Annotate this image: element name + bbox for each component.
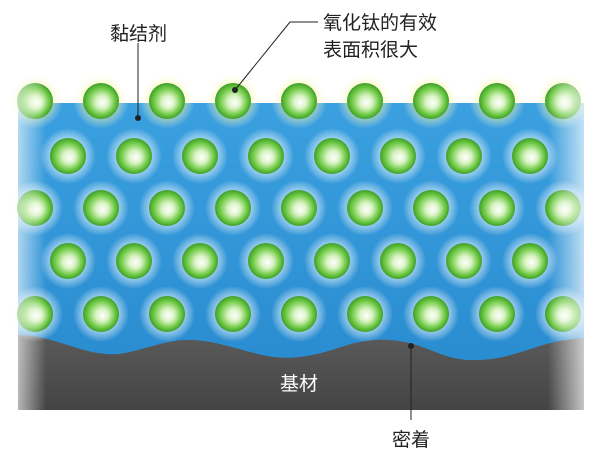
- titanium-oxide-particle: [116, 243, 152, 279]
- titanium-oxide-particle: [215, 190, 251, 226]
- right-fade: [548, 70, 600, 415]
- tio2-leader-diagonal: [234, 21, 291, 91]
- titanium-oxide-particle: [182, 243, 218, 279]
- titanium-oxide-particle: [413, 190, 449, 226]
- titanium-oxide-particle: [149, 83, 185, 119]
- binder-leader-dot: [135, 115, 141, 121]
- titanium-oxide-particle: [281, 296, 317, 332]
- titanium-oxide-particle: [512, 138, 548, 174]
- titanium-oxide-particle: [413, 83, 449, 119]
- titanium-oxide-particle: [83, 190, 119, 226]
- substrate-layer: [18, 335, 584, 410]
- titanium-oxide-particle: [446, 138, 482, 174]
- titanium-oxide-particle: [248, 138, 284, 174]
- titanium-oxide-particle: [215, 296, 251, 332]
- titanium-oxide-particle: [512, 243, 548, 279]
- titanium-oxide-particle: [83, 83, 119, 119]
- titanium-oxide-particle: [347, 296, 383, 332]
- titanium-oxide-particle: [380, 138, 416, 174]
- titanium-oxide-particle: [446, 243, 482, 279]
- titanium-oxide-particle: [248, 243, 284, 279]
- titanium-oxide-particle: [347, 83, 383, 119]
- titanium-oxide-particle: [314, 138, 350, 174]
- titanium-oxide-particle: [50, 138, 86, 174]
- titanium-oxide-particle: [281, 83, 317, 119]
- titanium-oxide-particle: [116, 138, 152, 174]
- titanium-oxide-particle: [149, 296, 185, 332]
- titanium-oxide-particle: [347, 190, 383, 226]
- titanium-oxide-particle: [314, 243, 350, 279]
- titanium-oxide-particle: [149, 190, 185, 226]
- titanium-oxide-particle: [479, 296, 515, 332]
- titanium-oxide-particle: [479, 190, 515, 226]
- titanium-oxide-particle: [182, 138, 218, 174]
- titanium-oxide-particle: [281, 190, 317, 226]
- titanium-oxide-particle: [413, 296, 449, 332]
- adhesion-leader-dot: [408, 343, 414, 349]
- titanium-oxide-particle: [479, 83, 515, 119]
- left-fade: [0, 70, 46, 415]
- binder-label: 黏结剂: [110, 23, 167, 45]
- tio2-label-line1: 氧化钛的有效: [323, 12, 437, 34]
- tio2-label-line2: 表面积很大: [323, 39, 418, 61]
- tio2-leader-dot: [232, 87, 238, 93]
- substrate-label: 基材: [280, 373, 318, 395]
- titanium-oxide-particle: [380, 243, 416, 279]
- adhesion-label: 密着: [392, 429, 430, 451]
- titanium-oxide-particle: [215, 83, 251, 119]
- titanium-oxide-particle: [50, 243, 86, 279]
- titanium-oxide-particle: [83, 296, 119, 332]
